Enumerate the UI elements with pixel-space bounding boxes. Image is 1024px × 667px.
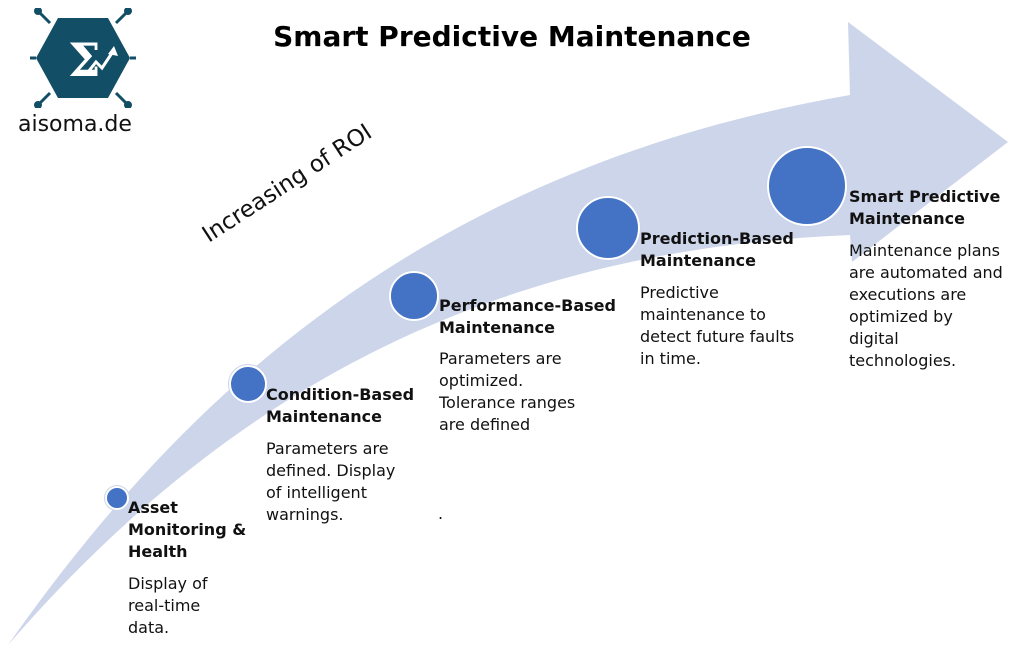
step-desc-3: Parameters are optimized. Tolerance rang… (439, 349, 576, 434)
site-name: aisoma.de (18, 112, 132, 137)
step-title-2: Condition-Based Maintenance (266, 385, 415, 426)
step-dot-1 (105, 486, 129, 510)
step-title-4: Prediction-Based Maintenance (640, 229, 794, 270)
step-title-5: Smart Predictive Maintenance (849, 187, 1001, 228)
step-desc-2: Parameters are defined. Display of intel… (266, 439, 396, 524)
stray-mark: . (438, 504, 444, 523)
logo-sigma: Σ (68, 33, 101, 87)
step-dot-3 (389, 271, 439, 321)
step-desc-1: Display of real-time data. (128, 574, 208, 637)
logo-circuit-icon (30, 8, 136, 108)
step-dot-5 (767, 146, 847, 226)
logo-hexagon (36, 18, 130, 98)
step-desc-5: Maintenance plans are automated and exec… (849, 241, 1003, 370)
step-title-1: Asset Monitoring & Health (128, 498, 247, 561)
step-dot-4 (576, 196, 640, 260)
aisoma-logo: Σ (30, 8, 136, 108)
step-desc-4: Predictive maintenance to detect future … (640, 283, 795, 368)
step-dot-2 (229, 365, 267, 403)
arrow-shape (8, 22, 1008, 645)
step-title-3: Performance-Based Maintenance (439, 296, 616, 337)
page-title: Smart Predictive Maintenance (273, 20, 751, 53)
